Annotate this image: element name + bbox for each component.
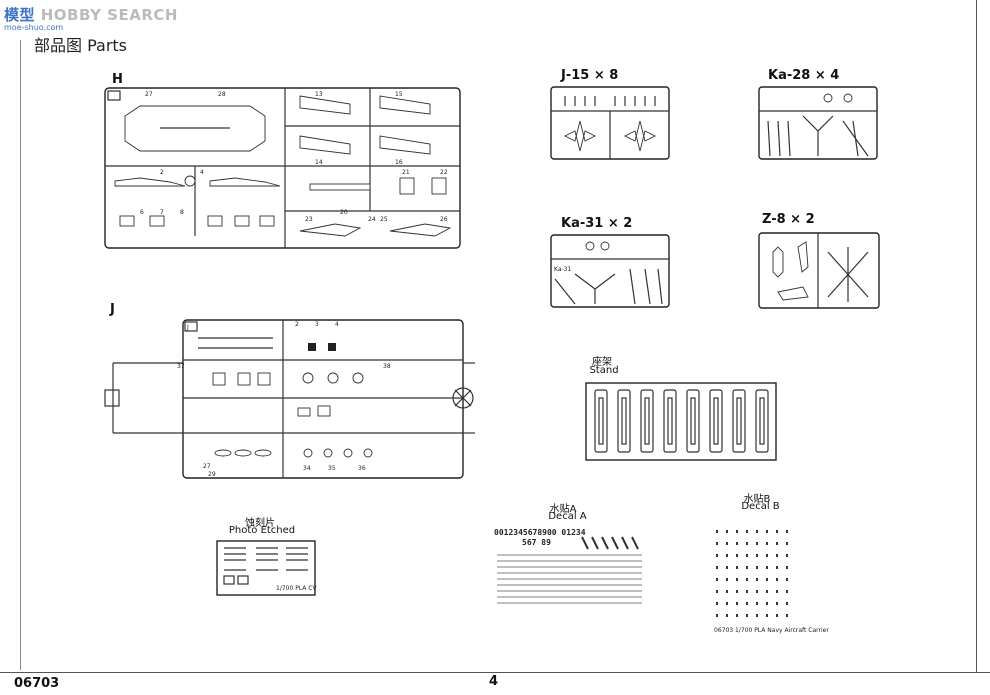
- page-title: 部品图 Parts: [34, 36, 128, 55]
- svg-text:15: 15: [395, 91, 403, 98]
- sprue-j15-label: J-15 × 8: [561, 68, 619, 83]
- page-number: 4: [489, 674, 499, 689]
- photo-etched-inner-label: 1/700 PLA CV: [276, 585, 317, 592]
- svg-text:26: 26: [440, 216, 448, 223]
- svg-text:13: 13: [315, 91, 323, 98]
- svg-text:2: 2: [160, 169, 164, 176]
- svg-text:4: 4: [200, 169, 204, 176]
- svg-text:7: 7: [160, 209, 164, 216]
- decal-a-cn-label: 水贴A: [549, 504, 577, 515]
- decal-b-cn-label: 水贴B: [743, 494, 771, 505]
- watermark-text: HOBBY SEARCH: [40, 6, 178, 24]
- decal-a-digits-row1: 0012345678900 01234: [494, 528, 586, 537]
- stand-en-label: Stand: [589, 365, 619, 376]
- product-code: 06703: [14, 676, 60, 691]
- sprue-ka28-diagram: [758, 86, 878, 160]
- photo-etched-cn-label: 蚀刻片: [245, 518, 275, 529]
- svg-text:36: 36: [358, 465, 366, 472]
- sprue-h-label: H: [112, 72, 123, 87]
- sprue-j-label: J: [110, 302, 115, 317]
- sprue-ka31-label: Ka-31 × 2: [561, 216, 633, 231]
- decal-a-diagram: 0012345678900 01234 567 89: [494, 528, 642, 604]
- svg-text:29: 29: [208, 471, 216, 478]
- sprue-z8-label: Z-8 × 2: [762, 212, 815, 227]
- svg-text:28: 28: [218, 91, 226, 98]
- stand-cn-label: 座架: [592, 357, 612, 368]
- svg-text:27: 27: [145, 91, 153, 98]
- left-border: [20, 40, 21, 670]
- svg-text:22: 22: [440, 169, 448, 176]
- bottom-border: [0, 672, 990, 673]
- sprue-ka31-diagram: Ka-31: [550, 234, 670, 308]
- sprue-j15-diagram: [550, 86, 670, 160]
- svg-text:23: 23: [305, 216, 313, 223]
- svg-text:16: 16: [395, 159, 403, 166]
- decal-b-footer-text: 06703 1/700 PLA Navy Aircraft Carrier: [714, 627, 829, 634]
- svg-text:21: 21: [402, 169, 410, 176]
- sprue-ka28-label: Ka-28 × 4: [768, 68, 840, 83]
- decal-b-en-label: Decal B: [741, 501, 780, 512]
- svg-text:38: 38: [383, 363, 391, 370]
- right-border: [976, 0, 977, 672]
- stand-diagram: [585, 382, 777, 461]
- svg-text:34: 34: [303, 465, 311, 472]
- svg-text:3: 3: [315, 321, 319, 328]
- sprue-z8-diagram: [758, 232, 880, 309]
- decal-b-diagram: 06703 1/700 PLA Navy Aircraft Carrier: [714, 530, 829, 634]
- svg-text:14: 14: [315, 159, 323, 166]
- svg-text:J: J: [186, 324, 189, 331]
- decal-a-en-label: Decal A: [548, 511, 587, 522]
- photo-etched-diagram: 1/700 PLA CV: [216, 540, 317, 596]
- svg-text:20: 20: [340, 209, 348, 216]
- svg-text:37: 37: [177, 363, 185, 370]
- watermark: 模型 HOBBY SEARCH: [4, 4, 178, 25]
- decal-a-digits-row2: 567 89: [522, 538, 551, 547]
- svg-text:8: 8: [180, 209, 184, 216]
- svg-text:24: 24: [368, 216, 376, 223]
- photo-etched-en-label: Photo Etched: [228, 525, 296, 536]
- svg-text:35: 35: [328, 465, 336, 472]
- ka31-inner-label: Ka-31: [554, 266, 571, 273]
- svg-text:6: 6: [140, 209, 144, 216]
- watermark-logo: 模型: [4, 6, 36, 24]
- svg-text:27: 27: [203, 463, 211, 470]
- watermark-sub: moe-shuo.com: [4, 23, 64, 32]
- svg-text:25: 25: [380, 216, 388, 223]
- svg-text:2: 2: [295, 321, 299, 328]
- svg-text:4: 4: [335, 321, 339, 328]
